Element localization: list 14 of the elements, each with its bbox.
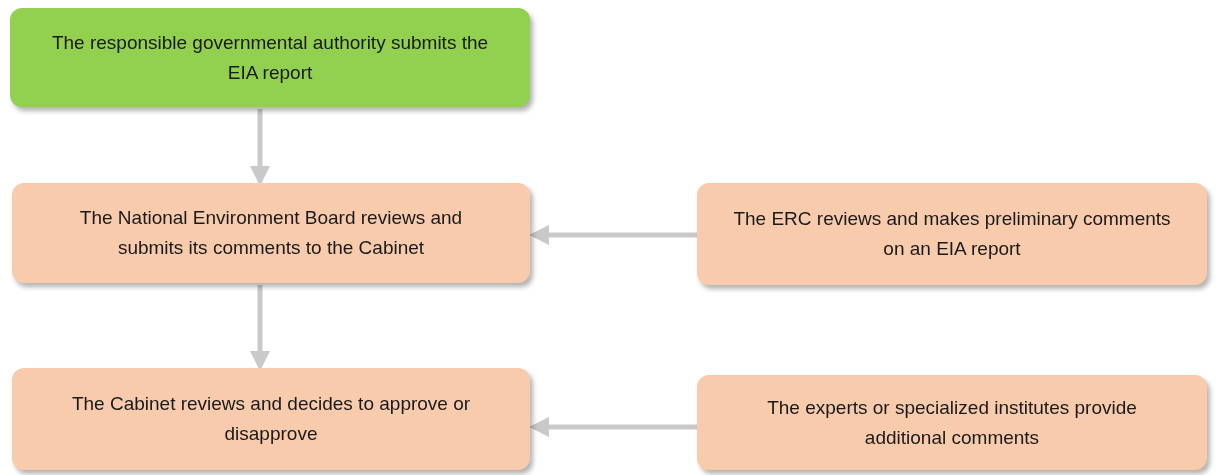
box-text: The Cabinet reviews and decides to approve or disapprove — [70, 392, 472, 446]
process-box — [697, 183, 1207, 285]
process-box — [10, 8, 530, 107]
process-box — [12, 368, 530, 470]
box-text: The experts or specialized institutes provide additional comments — [766, 395, 1138, 450]
box-text: The ERC reviews and makes preliminary comments on an EIA report — [732, 207, 1172, 261]
arrow — [250, 109, 270, 186]
arrow — [529, 417, 697, 437]
arrow — [529, 225, 697, 245]
box-text: The responsible governmental authority submits the EIA report — [50, 30, 490, 85]
arrow — [250, 285, 270, 371]
box-text: The National Environment Board reviews and submits its comments to the Cabinet — [78, 206, 464, 260]
process-box — [12, 183, 530, 283]
process-box — [697, 375, 1207, 470]
